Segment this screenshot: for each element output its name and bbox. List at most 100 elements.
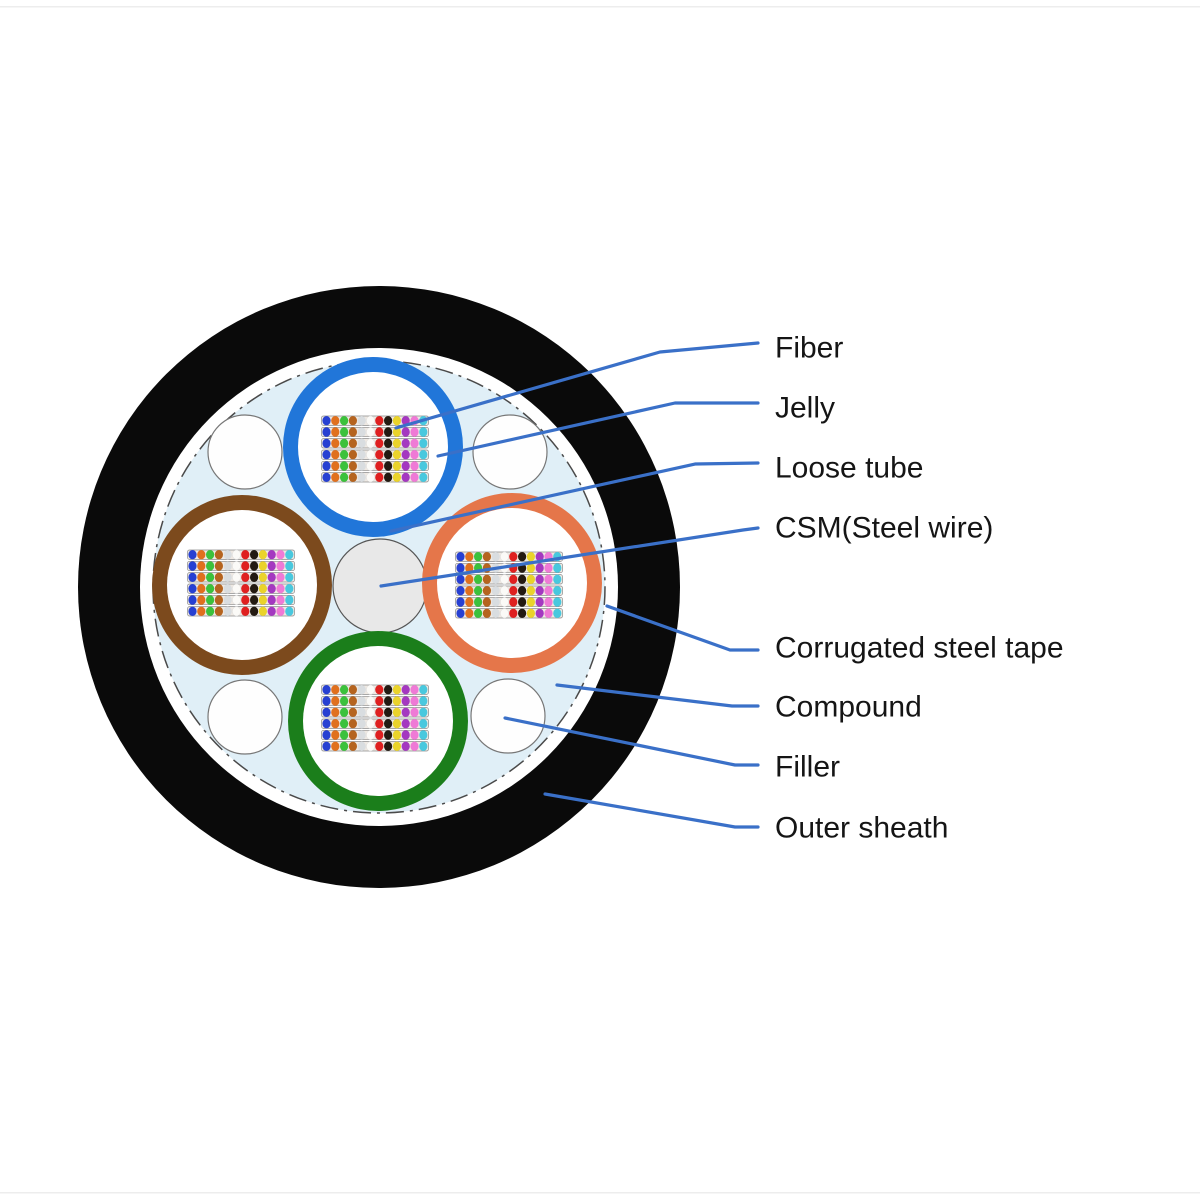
fiber-dot-orange xyxy=(465,608,474,619)
fiber-dot-aqua xyxy=(419,707,428,718)
fiber-dot-violet xyxy=(535,585,544,596)
fiber-dot-yellow xyxy=(392,684,401,695)
fiber-dot-brown xyxy=(482,597,491,607)
fiber-dot-violet xyxy=(535,574,544,585)
fiber-dot-white xyxy=(232,583,241,594)
fiber-dot-green xyxy=(340,684,349,695)
fiber-dot-brown xyxy=(348,696,357,706)
fiber-dot-yellow xyxy=(392,438,401,449)
fiber-dot-rose xyxy=(276,595,285,605)
fiber-dot-black xyxy=(384,696,393,706)
fiber-dot-orange xyxy=(331,438,340,449)
fiber-dot-black xyxy=(384,427,393,437)
fiber-dot-orange xyxy=(465,585,474,596)
loose-tube-brown-ribbon-row xyxy=(187,594,295,606)
fiber-dot-green xyxy=(206,549,215,560)
fiber-dot-aqua xyxy=(419,730,428,740)
fiber-dot-slate xyxy=(357,461,366,471)
fiber-dot-blue xyxy=(188,595,197,605)
fiber-dot-yellow xyxy=(258,572,267,583)
fiber-dot-rose xyxy=(410,707,419,718)
filler-circle-2 xyxy=(472,414,548,490)
fiber-dot-green xyxy=(340,741,349,752)
fiber-dot-brown xyxy=(348,427,357,437)
fiber-dot-yellow xyxy=(258,561,267,571)
fiber-dot-blue xyxy=(188,606,197,617)
fiber-dot-brown xyxy=(348,449,357,460)
fiber-dot-rose xyxy=(410,741,419,752)
fiber-dot-blue xyxy=(188,561,197,571)
fiber-dot-blue xyxy=(322,438,331,449)
fiber-dot-brown xyxy=(348,718,357,729)
fiber-dot-aqua xyxy=(419,718,428,729)
fiber-dot-white xyxy=(500,585,509,596)
label-jelly: Jelly xyxy=(775,392,835,425)
fiber-dot-green xyxy=(474,608,483,619)
fiber-dot-rose xyxy=(276,561,285,571)
filler-circle-4 xyxy=(470,678,546,754)
fiber-dot-violet xyxy=(401,449,410,460)
fiber-dot-aqua xyxy=(285,561,294,571)
leader-line-fiber xyxy=(394,341,760,430)
fiber-dot-white xyxy=(500,551,509,562)
fiber-dot-brown xyxy=(482,574,491,585)
loose-tube-orange-ribbon-row xyxy=(455,574,563,585)
fiber-dot-violet xyxy=(401,707,410,718)
fiber-dot-aqua xyxy=(419,438,428,449)
fiber-dot-brown xyxy=(214,583,223,594)
fiber-dot-blue xyxy=(188,572,197,583)
fiber-dot-slate xyxy=(223,606,232,617)
fiber-dot-yellow xyxy=(392,461,401,471)
fiber-dot-orange xyxy=(331,449,340,460)
fiber-dot-violet xyxy=(401,461,410,471)
fiber-dot-blue xyxy=(456,585,465,596)
leader-line-jelly xyxy=(436,401,760,458)
fiber-dot-white xyxy=(500,574,509,585)
fiber-dot-white xyxy=(366,472,375,483)
fiber-dot-red xyxy=(241,606,250,617)
fiber-dot-orange xyxy=(331,696,340,706)
fiber-dot-aqua xyxy=(419,684,428,695)
fiber-dot-yellow xyxy=(392,741,401,752)
fiber-dot-violet xyxy=(267,572,276,583)
fiber-dot-aqua xyxy=(419,696,428,706)
fiber-dot-blue xyxy=(456,563,465,573)
fiber-dot-blue xyxy=(322,696,331,706)
fiber-dot-green xyxy=(340,438,349,449)
fiber-dot-black xyxy=(250,583,259,594)
fiber-dot-red xyxy=(509,574,518,585)
fiber-dot-red xyxy=(241,583,250,594)
fiber-dot-slate xyxy=(357,684,366,695)
fiber-dot-yellow xyxy=(526,597,536,607)
fiber-dot-violet xyxy=(401,684,410,695)
fiber-dot-brown xyxy=(348,438,357,449)
fiber-dot-white xyxy=(232,549,241,560)
fiber-dot-green xyxy=(206,583,215,594)
fiber-dot-red xyxy=(375,472,384,483)
label-compound: Compound xyxy=(775,691,922,724)
fiber-dot-brown xyxy=(214,561,223,571)
fiber-dot-slate xyxy=(223,561,232,571)
fiber-dot-green xyxy=(206,561,215,571)
fiber-dot-white xyxy=(366,449,375,460)
fiber-dot-white xyxy=(366,427,375,437)
fiber-dot-black xyxy=(250,549,259,560)
fiber-dot-red xyxy=(375,415,384,426)
fiber-dot-blue xyxy=(322,684,331,695)
fiber-dot-blue xyxy=(322,415,331,426)
fiber-dot-yellow xyxy=(526,551,536,562)
loose-tube-blue-ribbon-row xyxy=(321,415,429,426)
loose-tube-blue-ribbon-row xyxy=(321,426,429,438)
fiber-dot-blue xyxy=(322,449,331,460)
fiber-dot-orange xyxy=(465,597,474,607)
loose-tube-green-ribbon-row xyxy=(321,695,429,707)
label-loose-tube: Loose tube xyxy=(775,452,923,485)
loose-tube-brown-ribbon-row xyxy=(187,606,295,617)
fiber-dot-red xyxy=(375,718,384,729)
fiber-dot-orange xyxy=(331,427,340,437)
label-csm: CSM(Steel wire) xyxy=(775,512,993,545)
fiber-dot-rose xyxy=(544,608,553,619)
fiber-dot-rose xyxy=(410,461,419,471)
fiber-dot-rose xyxy=(544,597,553,607)
